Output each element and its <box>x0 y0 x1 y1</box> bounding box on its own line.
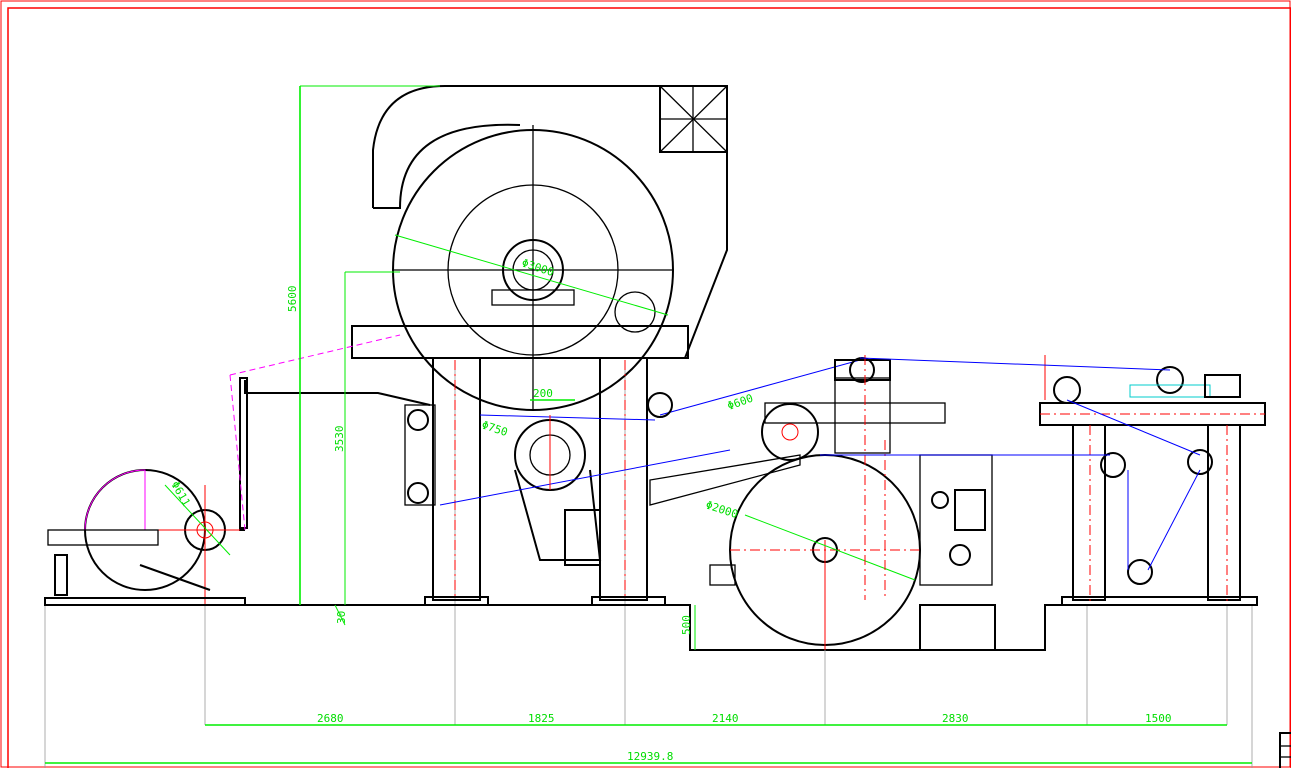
dim-press-roll-diameter: Φ750 <box>480 418 509 439</box>
inner-border <box>7 7 1291 768</box>
dim-guide-roll-diameter: Φ600 <box>726 392 755 413</box>
dim-span-2: 1825 <box>528 712 555 725</box>
foundation <box>44 360 1253 768</box>
dim-base-offset: 30 <box>335 611 348 624</box>
yankee-dryer <box>392 125 674 411</box>
dim-total-height: 5600 <box>286 286 299 313</box>
dim-frame-height: 3530 <box>333 426 346 453</box>
dryer-hood <box>372 85 728 359</box>
unwind-stand <box>44 334 401 606</box>
title-block <box>1279 732 1291 768</box>
dim-span-4: 2830 <box>942 712 969 725</box>
dim-span-3: 2140 <box>712 712 739 725</box>
dim-unwind-diameter: Φ611 <box>168 479 193 508</box>
dim-overall-length: 12939.8 <box>627 750 673 763</box>
dim-span-5: 1500 <box>1145 712 1172 725</box>
dim-span-1: 2680 <box>317 712 344 725</box>
press-section <box>439 359 861 566</box>
dim-yankee2-diameter: Φ2000 <box>704 498 740 521</box>
dim-press-offset: 200 <box>533 387 553 400</box>
reel-frame <box>820 355 1266 606</box>
dimension-lines <box>45 85 1252 764</box>
main-frame <box>239 325 689 606</box>
dim-pit-depth: 500 <box>680 615 693 635</box>
